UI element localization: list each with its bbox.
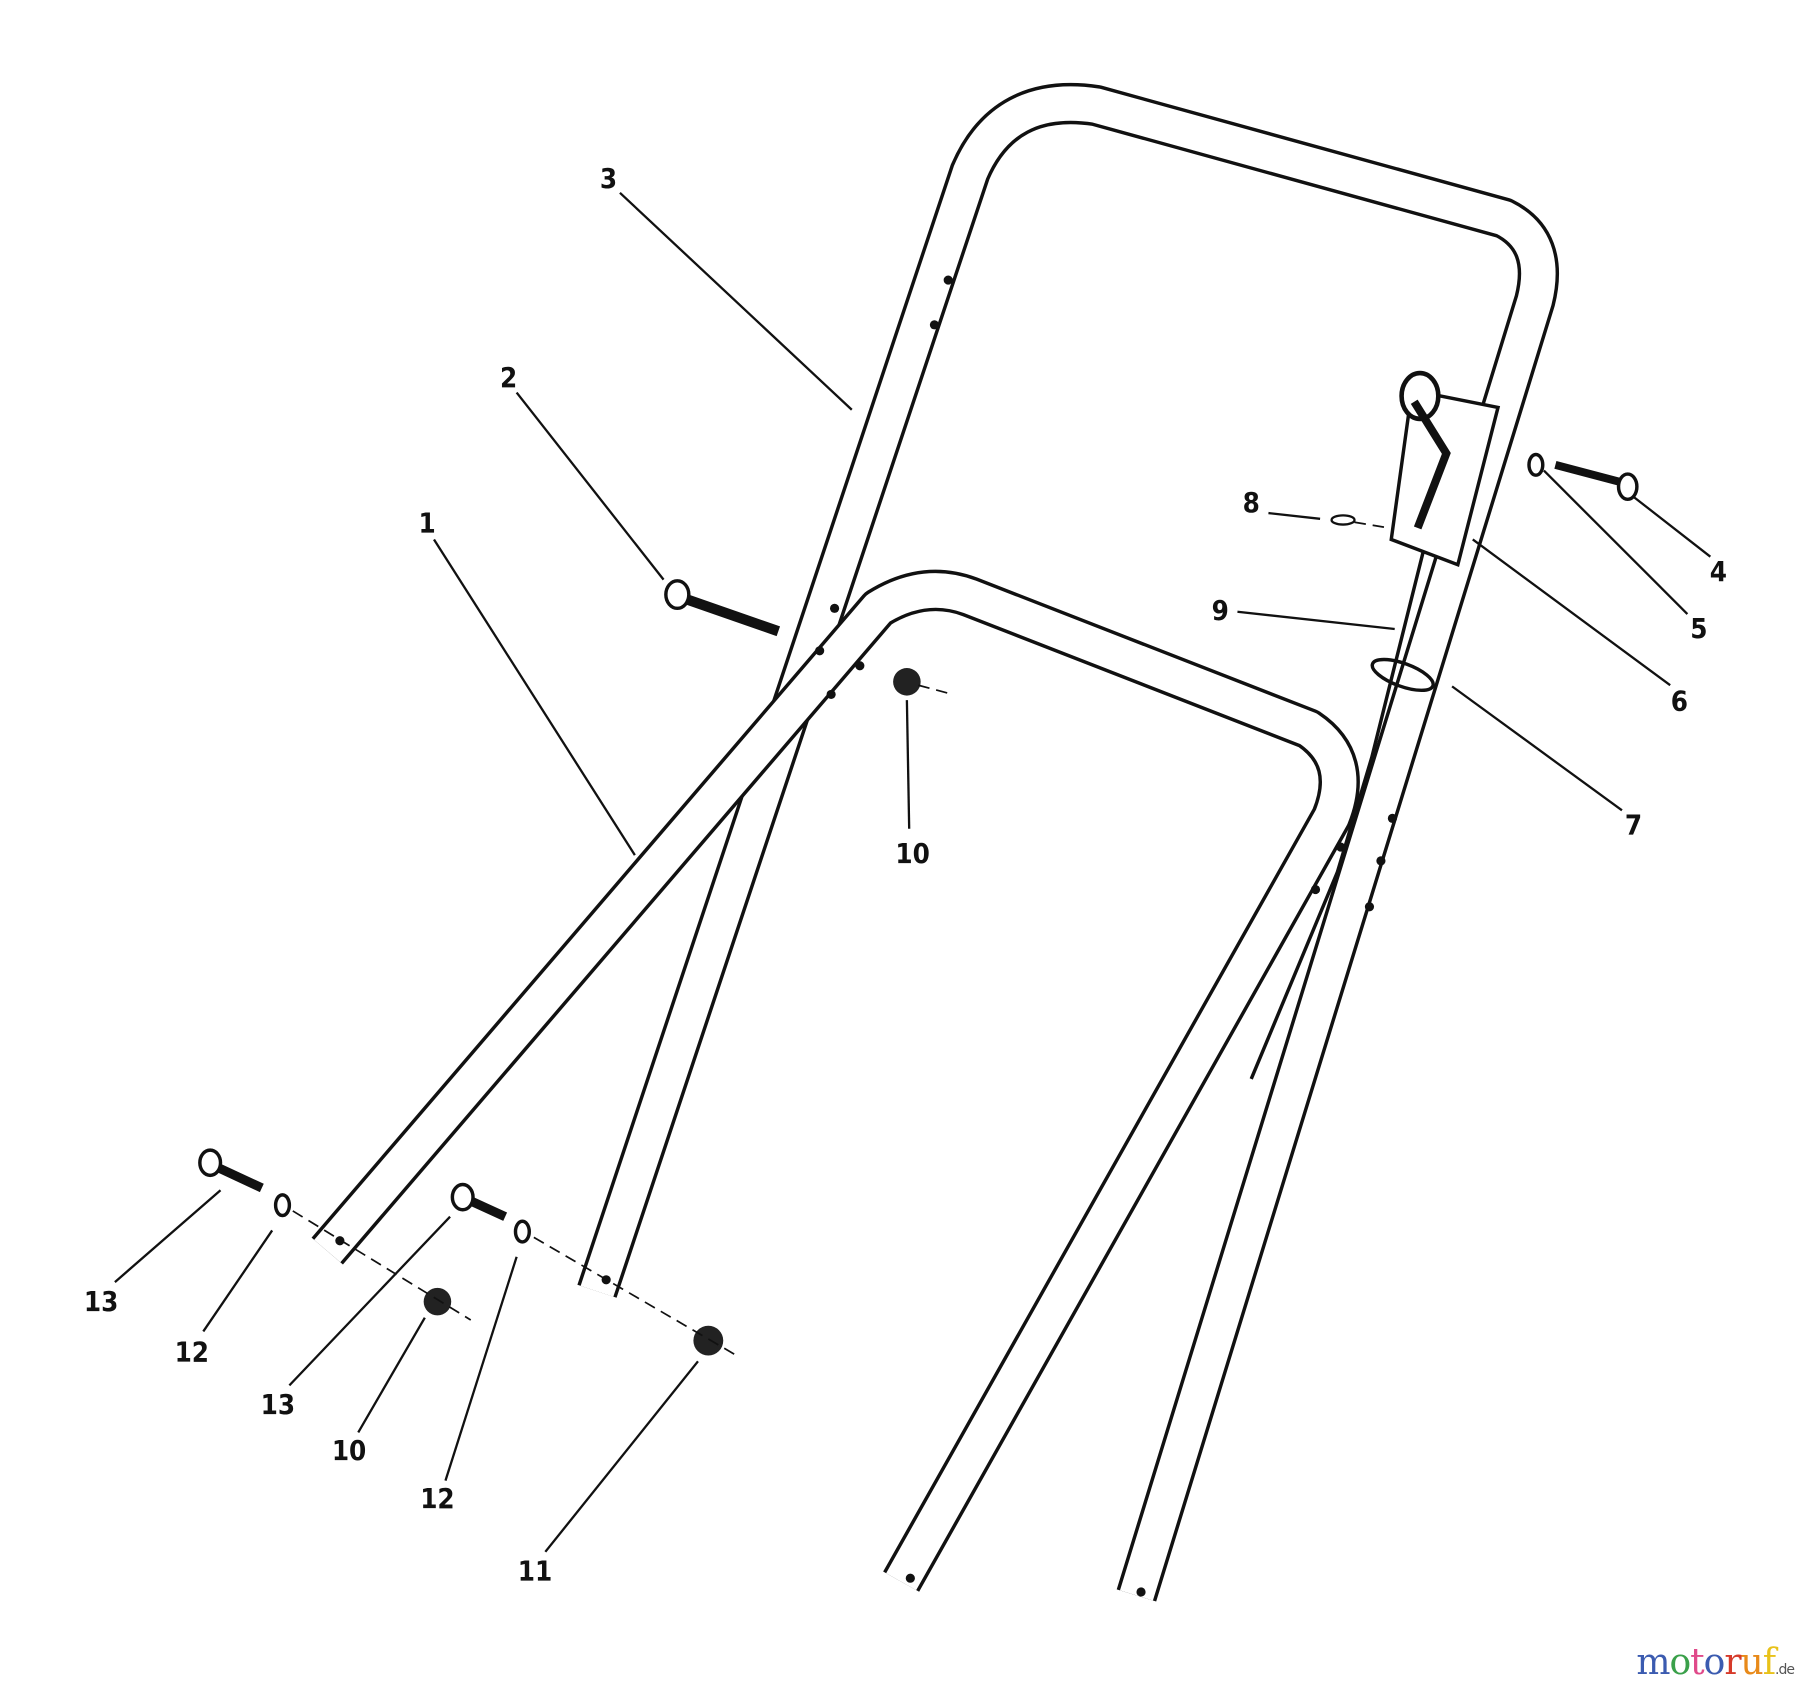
callout-7: 7	[1625, 809, 1642, 841]
bolt-2	[664, 579, 781, 637]
callout-10: 10	[332, 1435, 366, 1467]
cable-tie	[1370, 657, 1435, 693]
assembly-lines	[292, 521, 1390, 1356]
control-lever	[1389, 370, 1501, 568]
callout-12: 12	[175, 1336, 209, 1368]
bolts-13	[198, 1148, 531, 1244]
callout-13: 13	[261, 1389, 295, 1421]
callout-10: 10	[895, 838, 929, 870]
callout-4: 4	[1710, 556, 1727, 588]
callout-6: 6	[1671, 685, 1688, 717]
callout-1: 1	[418, 508, 435, 540]
watermark-suffix: .de	[1775, 1662, 1795, 1678]
upper-handle	[577, 82, 1560, 1602]
callout-11: 11	[518, 1556, 552, 1588]
part-8	[1330, 514, 1356, 526]
callout-3: 3	[600, 163, 617, 195]
callout-2: 2	[500, 362, 517, 394]
leader-lines	[114, 191, 1712, 1553]
nuts	[423, 668, 921, 1356]
callout-8: 8	[1243, 487, 1260, 519]
watermark-text: motoruf	[1636, 1642, 1776, 1683]
handle-holes	[335, 275, 1397, 1597]
callout-13: 13	[84, 1286, 118, 1318]
watermark-logo: motoruf.de	[1636, 1642, 1795, 1683]
callout-9: 9	[1212, 595, 1229, 627]
bolt-4	[1527, 452, 1639, 502]
lower-handle	[311, 569, 1360, 1592]
callout-12: 12	[420, 1483, 454, 1515]
control-cable	[1249, 550, 1426, 1080]
callout-labels: 3 2 1 8 9 4 5 6 7 10 13 12 13 10 12 11	[84, 163, 1727, 1587]
callout-5: 5	[1690, 613, 1707, 645]
